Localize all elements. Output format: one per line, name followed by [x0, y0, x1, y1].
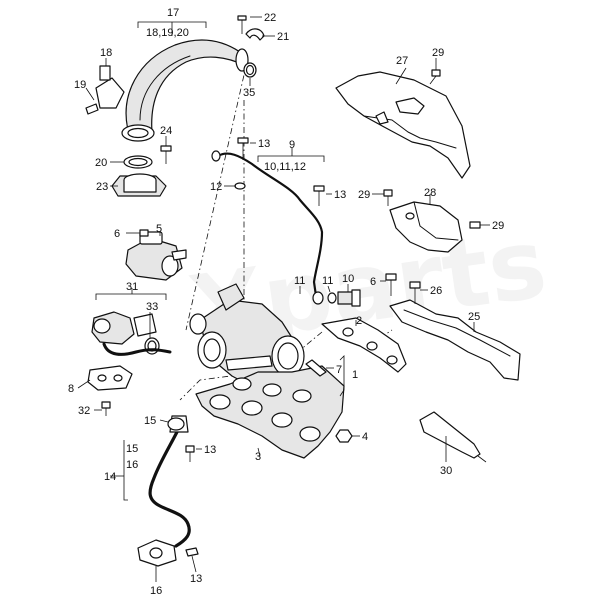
bolt-32: [101, 401, 111, 416]
bracket-8: [87, 365, 133, 391]
callout-18: 18: [100, 47, 112, 59]
callout-13-flange: 13: [190, 573, 202, 585]
actuator-valve: [125, 231, 187, 281]
coolant-o-ring: [144, 337, 160, 355]
gasket-15: [167, 417, 185, 431]
callout-19: 19: [74, 79, 86, 91]
callout-11-right: 11: [322, 275, 333, 287]
callout-13-line: 13: [334, 189, 346, 201]
callout-30: 30: [440, 465, 452, 477]
callout-15-gasket: 15: [144, 415, 156, 427]
flange-16: [137, 539, 177, 567]
intake-pipe: [121, 39, 249, 142]
bolt-7: [305, 359, 327, 377]
callout-2: 2: [356, 315, 362, 327]
callout-16-group: 16: [126, 459, 138, 471]
callout-17: 17: [167, 7, 179, 19]
callout-3: 3: [255, 451, 261, 463]
bolt-29a: [429, 69, 441, 85]
callout-6-actuator: 6: [114, 228, 120, 240]
bolt-6a: [126, 229, 149, 237]
callout-labels: 17 18,19,20 22 21 18 19 35 27 29 24 13 9…: [68, 7, 504, 597]
pressure-sensor: [85, 65, 125, 115]
bolt-13c: [185, 445, 195, 462]
callout-4: 4: [362, 431, 368, 443]
callout-29-right: 29: [492, 220, 504, 232]
callout-10: 10: [342, 273, 354, 285]
turbocharger: [189, 283, 305, 393]
callout-14: 14: [104, 471, 116, 483]
callout-12: 12: [210, 181, 222, 193]
callout-8: 8: [68, 383, 74, 395]
callout-13-pipe: 13: [258, 138, 270, 150]
o-ring: [243, 62, 257, 78]
callout-10-11-12: 10,11,12: [264, 161, 306, 173]
bolt-6b: [385, 273, 397, 296]
callout-18-19-20: 18,19,20: [146, 27, 189, 39]
callout-11-left: 11: [294, 275, 305, 287]
callout-27: 27: [396, 55, 408, 67]
callout-22: 22: [264, 12, 276, 24]
callout-28: 28: [424, 187, 436, 199]
bolt-13a: [237, 137, 249, 160]
callout-7: 7: [336, 364, 342, 376]
callout-29-upper: 29: [432, 47, 444, 59]
callout-9: 9: [289, 139, 295, 151]
callout-25: 25: [468, 311, 480, 323]
callout-31: 31: [126, 281, 138, 293]
callout-35: 35: [243, 87, 255, 99]
bolt-13d: [185, 547, 199, 557]
washer-12: [234, 182, 246, 190]
callout-13-return: 13: [204, 444, 216, 456]
callout-21: 21: [277, 31, 289, 43]
callout-1: 1: [352, 369, 358, 381]
sealant-tube: [419, 411, 487, 463]
clamp-and-bolt: [237, 15, 265, 41]
exhaust-manifold: [195, 365, 345, 459]
manifold-gasket: [321, 317, 407, 373]
oil-supply-line: [211, 150, 324, 305]
nut-4: [335, 429, 353, 443]
callout-23: 23: [96, 181, 108, 193]
callout-15-group: 15: [126, 443, 138, 455]
bolt-29c: [469, 221, 481, 229]
coolant-hose: [102, 342, 172, 356]
callout-33: 33: [146, 301, 158, 313]
exhaust-gasket-strip: [389, 299, 521, 381]
callout-24: 24: [160, 125, 172, 137]
stud-26: [409, 281, 421, 304]
callout-29-shield: 29: [358, 189, 370, 201]
gasket-ring: [123, 155, 153, 169]
bolt-13b: [313, 185, 325, 206]
leader-lines: [77, 16, 490, 582]
oil-return-line: [148, 415, 191, 548]
pipe-adapter: [111, 173, 167, 197]
bolt-24: [160, 145, 172, 164]
callout-5: 5: [156, 223, 162, 235]
callout-20: 20: [95, 157, 107, 169]
callout-6-shield: 6: [370, 276, 376, 288]
banjo-bolt: [327, 289, 361, 307]
callout-32: 32: [78, 405, 90, 417]
callout-26: 26: [430, 285, 442, 297]
heat-shield-upper: [335, 71, 471, 179]
coolant-housing: [91, 311, 157, 345]
heat-shield-lower: [389, 201, 463, 253]
callout-16-flange: 16: [150, 585, 162, 597]
bolt-29b: [383, 189, 393, 206]
